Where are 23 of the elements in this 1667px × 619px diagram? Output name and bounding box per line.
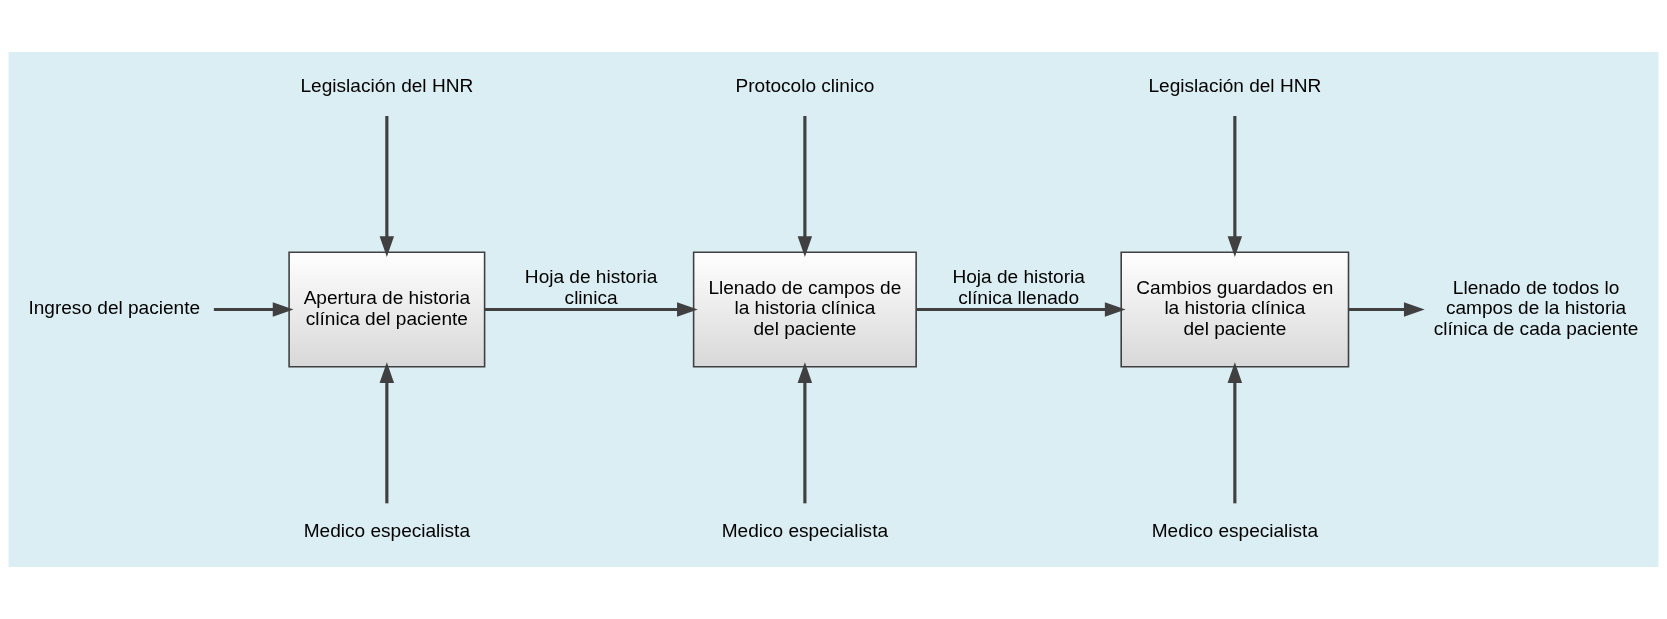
node-box: Apertura de historia clínica del paciente [288,251,486,368]
node-text: Medico especialista [721,519,889,541]
node-text: Legislación del HNR [300,74,474,96]
node-text: Llenado de todos lo campos de la historia clínica de cada paciente [1433,276,1639,340]
arrow [213,302,294,317]
arrow [484,302,698,317]
node-text: Medico especialista [303,519,471,541]
node-text: Legislación del HNR [1148,74,1322,96]
arrow [1348,302,1425,317]
arrow [1227,362,1243,504]
arrow [916,302,1126,317]
arrow [379,362,395,504]
node-box: Cambios guardados en la historia clínica del paciente [1120,251,1350,368]
arrow [379,116,395,257]
arrow [797,362,813,504]
arrow [1227,116,1243,257]
edge-label: Hoja de historia clínica llenado [952,266,1085,309]
node-box: Llenado de campos de la historia clínica del paciente [692,251,917,368]
node-text: Protocolo clinico [735,74,875,96]
node-text: Medico especialista [1151,519,1319,541]
edge-label: Hoja de historia clinica [524,266,658,309]
node-text: Ingreso del paciente [28,297,201,319]
arrow [797,116,813,257]
